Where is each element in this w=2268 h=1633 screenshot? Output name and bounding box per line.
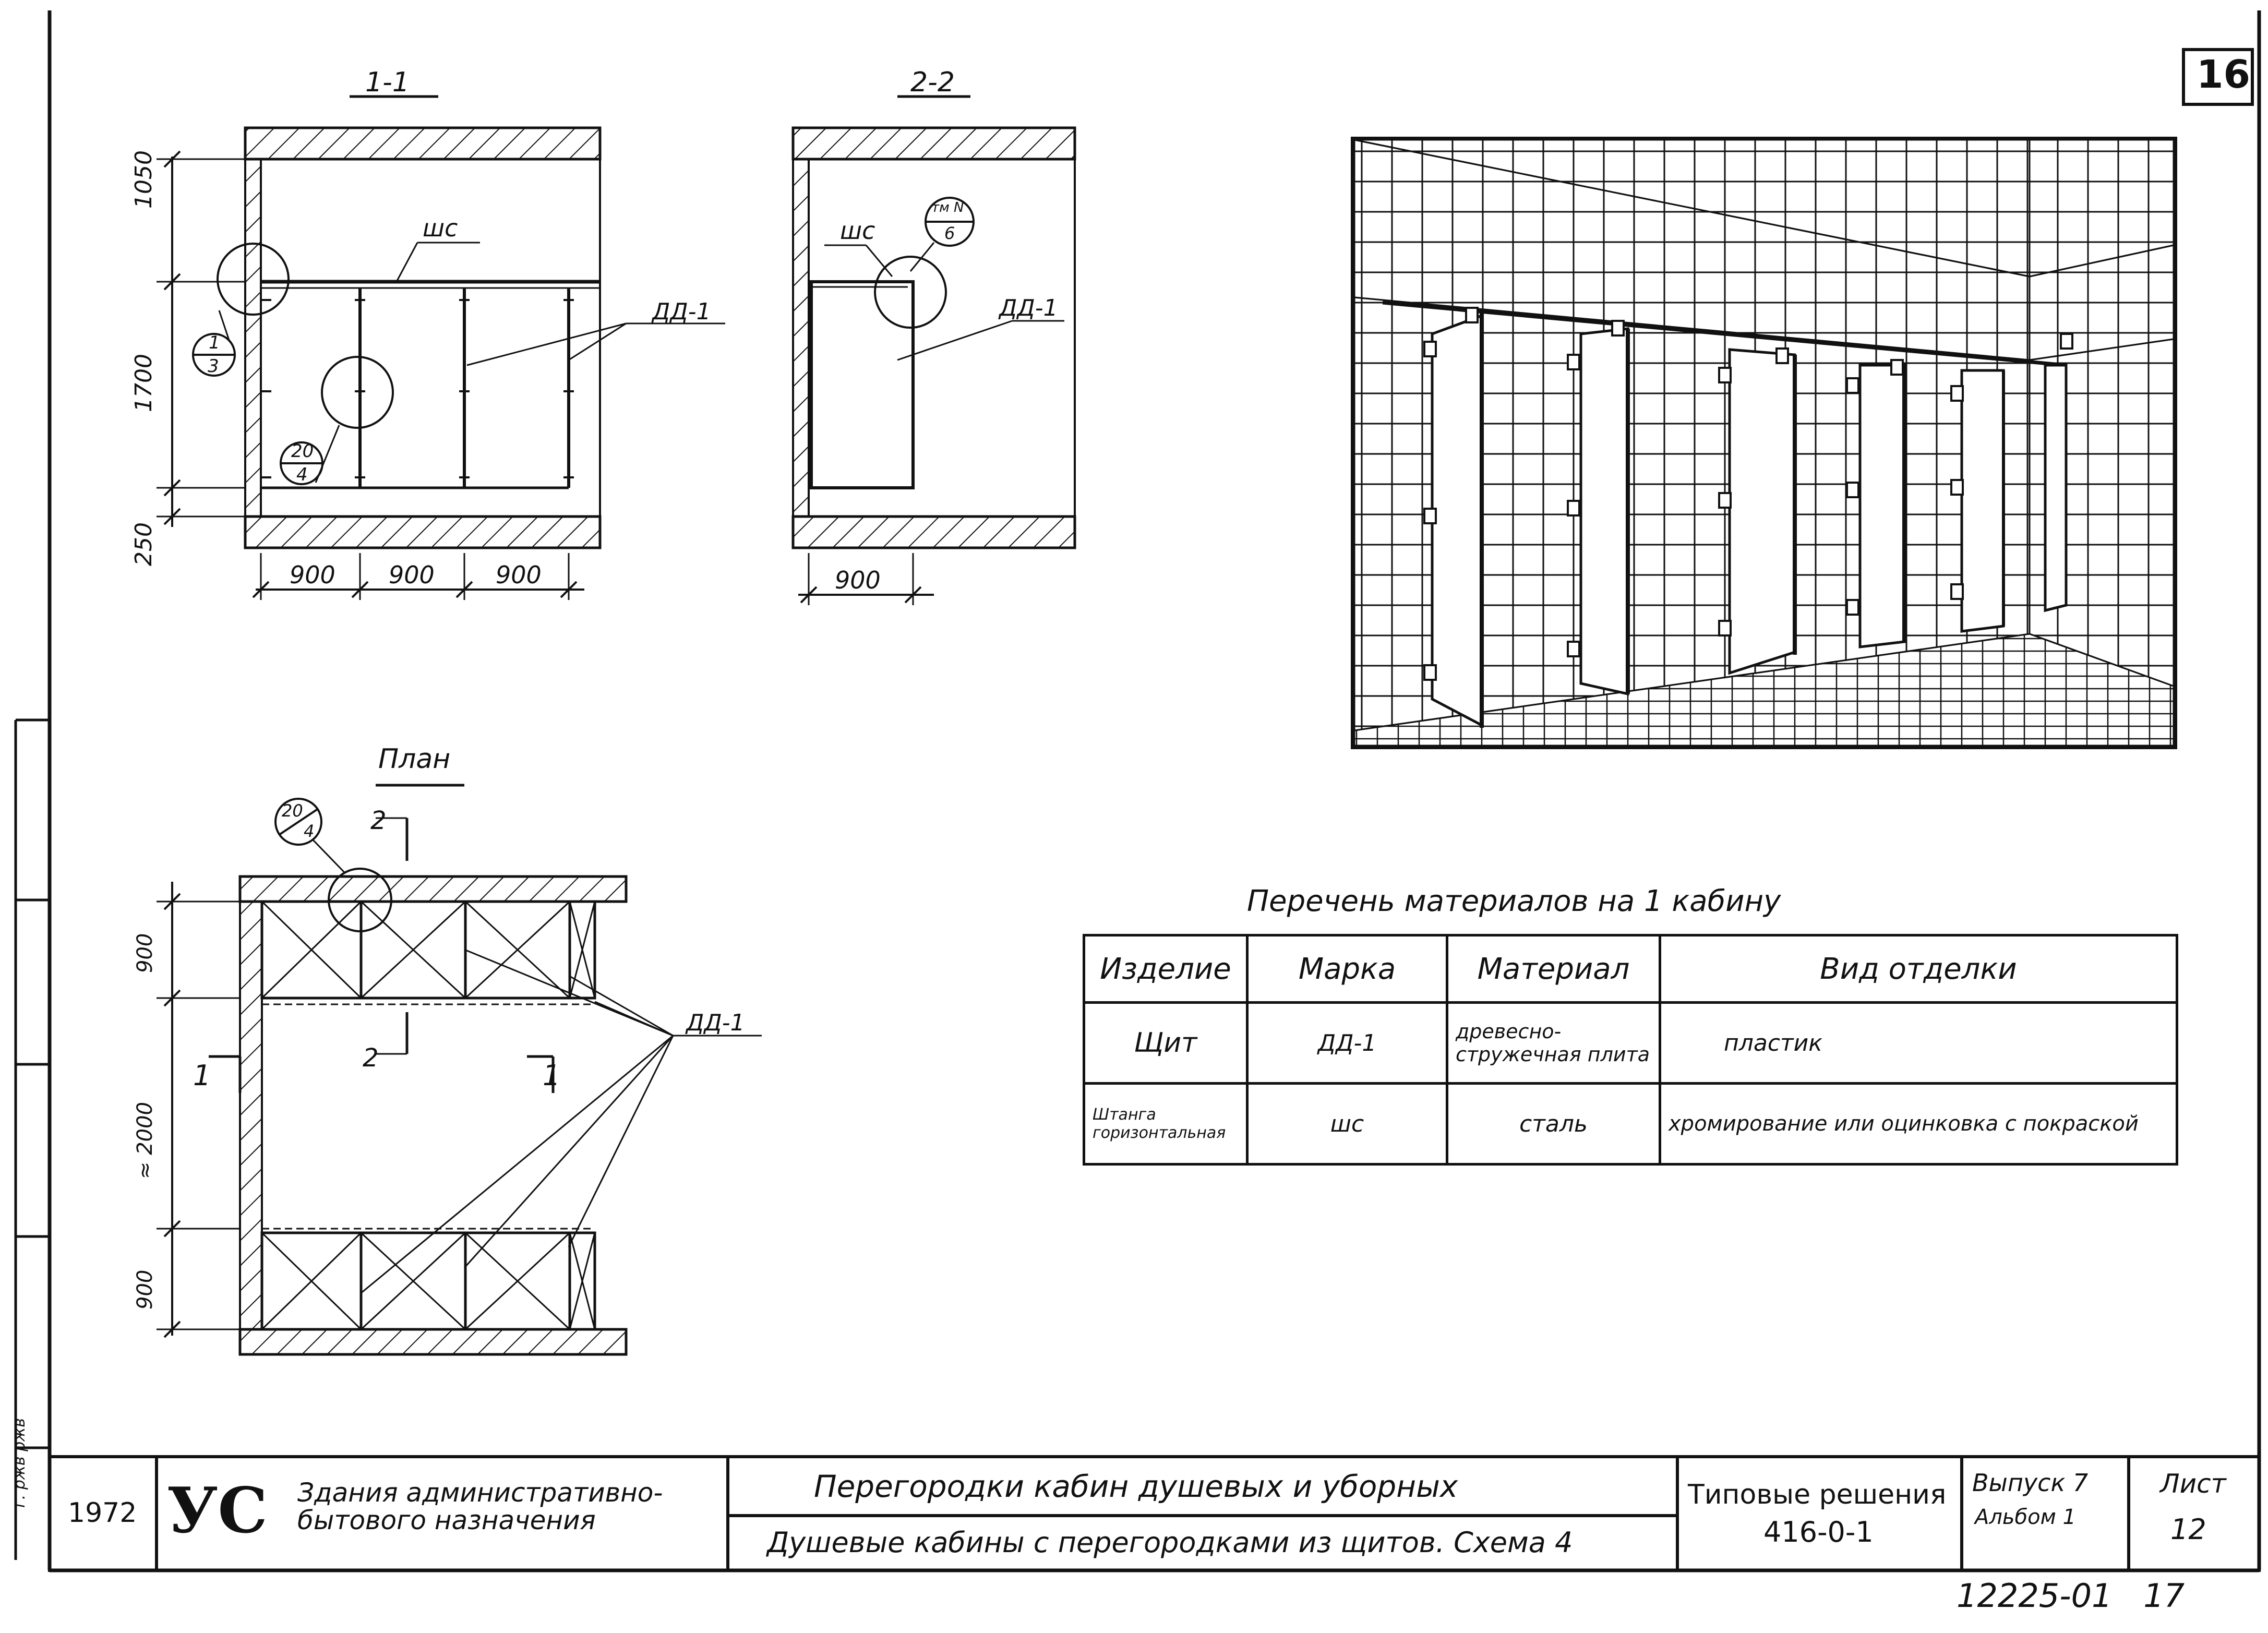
plan-cut-1-left: 1 xyxy=(193,1059,211,1092)
materials-header-row: Изделие Марка Материал Вид отделки xyxy=(1083,934,2178,1004)
header-item: Изделие xyxy=(1083,934,1249,1004)
plan-node-bottom: 4 xyxy=(304,821,315,841)
panel-label-2: ДД-1 xyxy=(999,295,1058,321)
series-label: Типовые решения xyxy=(1688,1479,1947,1510)
year: 1972 xyxy=(68,1497,137,1529)
node-b-bottom: 4 xyxy=(296,464,308,485)
side-stamp: г. ржв ржв xyxy=(10,1418,29,1508)
issue: Выпуск 7 xyxy=(1972,1469,2089,1497)
plan-dim-2000: ≈ 2000 xyxy=(133,1101,157,1179)
node-b-top: 20 xyxy=(291,441,314,462)
dim-900-b: 900 xyxy=(389,561,435,589)
cell-material: сталь xyxy=(1446,1082,1661,1166)
series-number: 416-0-1 xyxy=(1763,1516,1874,1548)
section-1-1-title: 1-1 xyxy=(365,67,410,98)
section-2-2-drawing xyxy=(791,95,1076,605)
plan-cut-2-bottom: 2 xyxy=(363,1043,379,1073)
plan-node-top: 20 xyxy=(282,801,303,821)
node-2-top: тм N xyxy=(931,200,964,215)
section-2-2-title: 2-2 xyxy=(910,67,955,98)
header-material: Материал xyxy=(1446,934,1661,1004)
building-type: Здания административно-бытового назначен… xyxy=(297,1478,663,1535)
dim-250: 250 xyxy=(130,522,157,566)
cell-material: древесно-стружечная плита xyxy=(1446,1001,1661,1085)
catalog-page: 17 xyxy=(2143,1577,2185,1615)
rod-label-2: шс xyxy=(840,217,875,245)
header-finish: Вид отделки xyxy=(1659,934,2178,1004)
drawing-title: Перегородки кабин душевых и уборных xyxy=(814,1469,1458,1504)
plan-cut-1-right: 1 xyxy=(543,1059,561,1092)
cell-item: Штанга горизонтальная xyxy=(1083,1082,1249,1166)
drawing-subtitle: Душевые кабины с перегородками из щитов.… xyxy=(767,1526,1573,1559)
table-row: Щит ДД-1 древесно-стружечная плита пласт… xyxy=(1083,1001,2178,1085)
materials-caption: Перечень материалов на 1 кабину xyxy=(1247,884,1781,918)
cell-item: Щит xyxy=(1083,1001,1249,1085)
perspective-view xyxy=(1351,137,2177,749)
plan-dim-900-top: 900 xyxy=(133,933,157,973)
plan-dim-900-bottom: 900 xyxy=(133,1269,157,1310)
catalog-code: 12225-01 xyxy=(1957,1577,2113,1615)
cell-finish: пластик xyxy=(1659,1001,2178,1085)
dim-900-2: 900 xyxy=(835,566,881,594)
sheet-number: 16 xyxy=(2197,52,2250,97)
panel-label: ДД-1 xyxy=(652,298,711,325)
table-row: Штанга горизонтальная шс сталь хромирова… xyxy=(1083,1082,2178,1166)
dim-1700: 1700 xyxy=(130,354,157,412)
section-1-1-drawing xyxy=(157,95,725,600)
node-a-top: 1 xyxy=(209,332,220,353)
plan-panel-label: ДД-1 xyxy=(686,1010,745,1036)
plan-title: План xyxy=(378,743,451,775)
plan-drawing xyxy=(157,784,762,1356)
album: Альбом 1 xyxy=(1975,1505,2076,1529)
materials-table: Изделие Марка Материал Вид отделки Щит Д… xyxy=(1083,934,2178,1166)
dim-900-a: 900 xyxy=(290,561,335,589)
header-mark: Марка xyxy=(1246,934,1448,1004)
plan-cut-2-top: 2 xyxy=(370,806,387,835)
logo: УС xyxy=(167,1474,268,1547)
sheet-label: Лист xyxy=(2160,1469,2226,1499)
title-block-frame xyxy=(48,1455,2261,1572)
node-a-bottom: 3 xyxy=(208,356,219,377)
catalog-number: 12225-01 17 xyxy=(1957,1577,2185,1615)
sheet-value: 12 xyxy=(2170,1513,2206,1546)
dim-1050: 1050 xyxy=(130,150,157,209)
rod-label: шс xyxy=(423,214,458,242)
cell-mark: ДД-1 xyxy=(1246,1001,1448,1085)
cell-finish: хромирование или оцинковка с покраской xyxy=(1659,1082,2178,1166)
node-2-bottom: 6 xyxy=(944,223,955,243)
dim-900-c: 900 xyxy=(496,561,542,589)
cell-mark: шс xyxy=(1246,1082,1448,1166)
